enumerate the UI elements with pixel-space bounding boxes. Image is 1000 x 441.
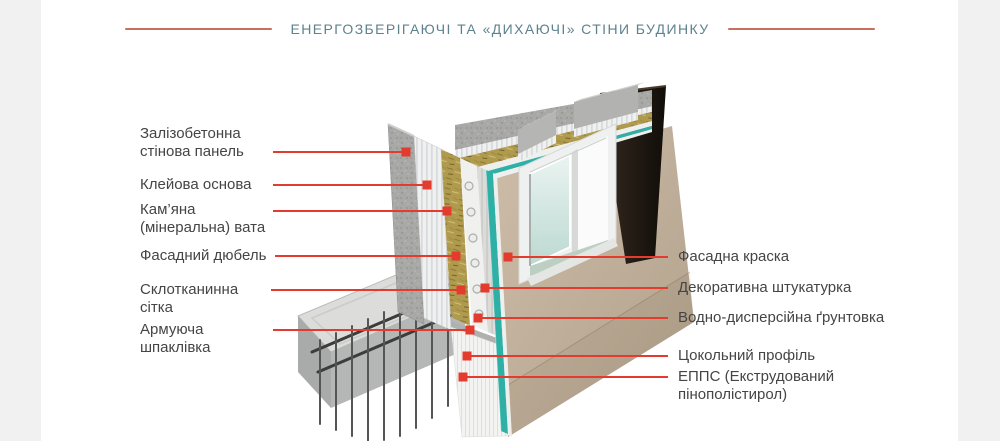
label-facade-paint: Фасадна краска	[678, 248, 790, 265]
label-reinforcing-putty: Армуюча шпаклівка	[140, 321, 211, 356]
leader-reinforcing-putty	[273, 325, 475, 335]
label-facade-dowel: Фасадний дюбель	[140, 247, 267, 264]
layer-marker-dot	[462, 351, 472, 361]
label-concrete-panel: Залізобетонна стінова панель	[140, 125, 244, 160]
window-lintel-blocks	[518, 82, 645, 162]
window-glass	[529, 153, 571, 268]
layer-mineral-wool	[441, 149, 470, 326]
layer-marker-dot	[442, 206, 452, 216]
leader-concrete-panel	[273, 147, 411, 157]
title-rule-right	[727, 28, 875, 30]
leader-epps	[458, 372, 668, 382]
layer-marker-dot	[422, 180, 432, 190]
leader-decorative-plaster	[480, 283, 668, 293]
label-plinth-profile: Цокольний профіль	[678, 347, 816, 364]
page-title: ЕНЕРГОЗБЕРІГАЮЧІ ТА «ДИХАЮЧІ» СТІНИ БУДИ…	[290, 21, 710, 37]
layer-marker-dot	[473, 313, 483, 323]
label-decorative-plaster: Декоративна штукатурка	[678, 279, 852, 296]
layer-marker-dot	[456, 285, 466, 295]
layer-marker-dot	[401, 147, 411, 157]
label-fiberglass-mesh: Склотканинна сітка	[140, 281, 239, 316]
insulation-layer-stack	[387, 123, 512, 437]
header: ЕНЕРГОЗБЕРІГАЮЧІ ТА «ДИХАЮЧІ» СТІНИ БУДИ…	[42, 21, 958, 37]
leader-lines	[271, 147, 668, 382]
layer-marker-dot	[480, 283, 490, 293]
leader-facade-paint	[503, 252, 668, 262]
layer-marker-dot	[451, 251, 461, 261]
left-letterbox-strip	[0, 0, 41, 441]
right-letterbox-strip	[958, 0, 1000, 441]
label-epps: ЕППС (Екструдований пінополістирол)	[678, 368, 835, 403]
layer-primer-teal	[486, 170, 508, 434]
leader-fiberglass-mesh	[271, 285, 466, 295]
window	[518, 123, 618, 286]
leader-mineral-wool	[273, 206, 452, 216]
leader-adhesive-base	[273, 180, 432, 190]
leader-water-dispersion-primer	[473, 313, 668, 323]
label-water-dispersion-primer: Водно-дисперсійна ґрунтовка	[678, 309, 885, 326]
leader-facade-dowel	[275, 251, 461, 261]
leader-plinth-profile	[462, 351, 668, 361]
rebar-reinforcement	[310, 283, 456, 441]
layer-marker-dot	[458, 372, 468, 382]
layer-mesh-putty	[477, 166, 497, 336]
label-mineral-wool: Кам’яна (мінеральна) вата	[140, 201, 266, 236]
label-adhesive-base: Клейова основа	[140, 176, 252, 193]
title-rule-left	[125, 28, 273, 30]
layer-finish-white	[493, 173, 512, 437]
layer-marker-dot	[465, 325, 475, 335]
layer-marker-dot	[503, 252, 513, 262]
